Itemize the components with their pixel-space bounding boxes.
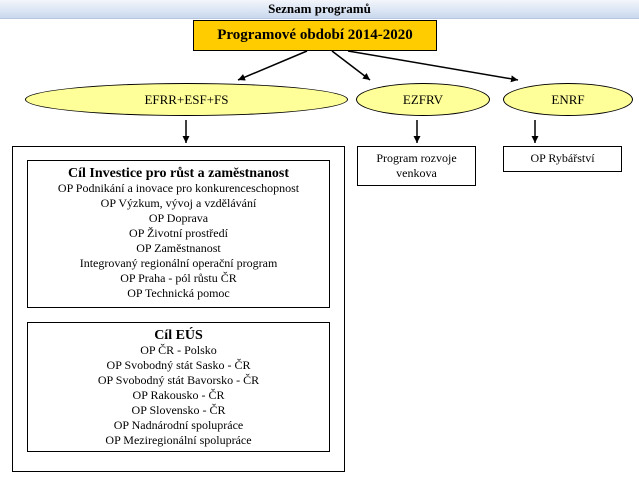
program-item: OP Životní prostředí — [129, 226, 228, 240]
fund-enrf-label: ENRF — [551, 91, 585, 107]
ezfrv-program-line: Program rozvoje — [376, 151, 457, 165]
fund-ezfrv-ellipse: EZFRV — [356, 83, 490, 116]
program-item: OP Svobodný stát Sasko - ČR — [106, 358, 251, 372]
program-item: OP ČR - Polsko — [140, 343, 217, 357]
goal-eus-title: Cíl EÚS — [154, 328, 203, 343]
ezfrv-program-line: venkova — [396, 166, 437, 180]
goal-investice-box: Cíl Investice pro růst a zaměstnanost OP… — [27, 160, 330, 308]
program-item: OP Praha - pól růstu ČR — [120, 271, 237, 285]
program-item: OP Rakousko - ČR — [132, 388, 225, 402]
fund-efrr-ellipse: EFRR+ESF+FS — [25, 83, 348, 116]
period-box: Programové období 2014-2020 — [193, 20, 437, 51]
program-item: OP Doprava — [148, 211, 209, 225]
arrow-period-to-ezfrv — [331, 50, 371, 81]
fund-enrf-ellipse: ENRF — [503, 83, 633, 116]
program-item: OP Nadnárodní spolupráce — [113, 418, 244, 432]
program-item: Integrovaný regionální operační program — [79, 256, 278, 270]
enrf-program-label: OP Rybářství — [530, 151, 595, 165]
arrow-period-to-enrf — [347, 50, 519, 83]
enrf-program-box: OP Rybářství — [503, 146, 622, 172]
ezfrv-program-box: Program rozvoje venkova — [357, 146, 476, 186]
arrow-period-to-efrr — [237, 50, 308, 81]
goal-investice-title: Cíl Investice pro růst a zaměstnanost — [67, 166, 289, 181]
program-item: OP Podnikání a inovace pro konkurencesch… — [57, 181, 300, 195]
period-label: Programové období 2014-2020 — [217, 27, 413, 43]
goal-eus-box: Cíl EÚS OP ČR - Polsko OP Svobodný stát … — [27, 322, 330, 452]
fund-efrr-label: EFRR+ESF+FS — [144, 91, 229, 107]
fund-ezfrv-label: EZFRV — [402, 91, 444, 107]
program-item: OP Meziregionální spolupráce — [105, 433, 252, 447]
program-item: OP Výzkum, vývoj a vzdělávání — [100, 196, 257, 210]
program-item: OP Svobodný stát Bavorsko - ČR — [97, 373, 260, 387]
header-band — [0, 0, 639, 19]
page-title: Seznam programů — [268, 1, 371, 16]
program-item: OP Technická pomoc — [127, 286, 230, 300]
program-item: OP Slovensko - ČR — [131, 403, 226, 417]
program-item: OP Zaměstnanost — [136, 241, 221, 255]
